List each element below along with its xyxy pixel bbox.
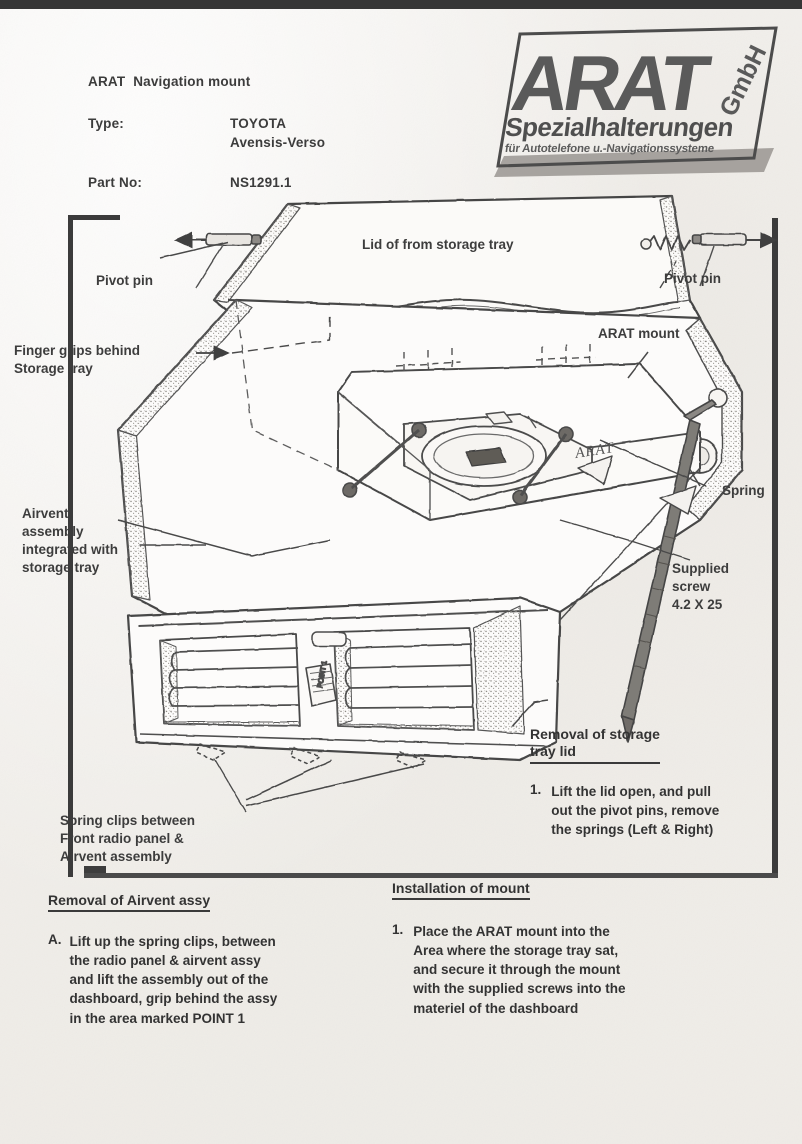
callout-airvent-line1: Airvent (22, 506, 69, 521)
top-border-bar (0, 0, 802, 9)
section-step-line: the radio panel & airvent assy (69, 953, 261, 969)
section-step-line: Lift up the spring clips, between (69, 934, 276, 949)
callout-arat-mount: ARAT mount (598, 326, 680, 341)
callout-airvent-line2: assembly (22, 524, 84, 539)
field-value-type-line1: TOYOTA (230, 116, 287, 131)
callout-finger-grips-line1: Finger grips behind (14, 343, 141, 358)
field-label-part-no: Part No: (88, 175, 143, 190)
middle-divider-rule (84, 873, 778, 878)
top-left-frame-rule (68, 215, 120, 220)
callout-pivot-pin-left: Pivot pin (96, 273, 153, 288)
callout-lid-of-storage-tray: Lid of from storage tray (362, 237, 514, 252)
section-step-line: dashboard, grip behind the assy (69, 991, 278, 1007)
section-heading-line1: Removal of storage (530, 726, 660, 742)
section-removal-storage-tray-lid: Removal of storage tray lid 1. Lift the … (530, 726, 719, 839)
callout-supplied-screw-line3: 4.2 X 25 (672, 597, 723, 612)
callout-supplied-screw-line2: screw (672, 579, 711, 594)
section-heading-line1: Removal of Airvent assy (48, 892, 211, 912)
left-frame-rule (68, 215, 73, 877)
section-heading-line1: Installation of mount (392, 880, 530, 900)
field-value-type-line2: Avensis-Verso (230, 135, 326, 150)
section-step-line: and secure it through the mount (413, 962, 621, 978)
section-step-marker: 1. (392, 922, 404, 937)
right-frame-rule (772, 218, 778, 878)
callout-spring: Spring (722, 483, 765, 498)
section-step-marker: 1. (530, 781, 542, 797)
logo-tagline-main: Spezialhalterungen (504, 112, 735, 142)
section-step-line: with the supplied screws into the (413, 981, 626, 997)
field-value-part-no: NS1291.1 (230, 175, 292, 190)
section-step-line: and lift the assembly out of the (69, 972, 269, 988)
section-step-line: the springs (Left & Right) (551, 821, 714, 837)
callout-spring-clips-line3: Airvent assembly (60, 849, 172, 864)
callout-supplied-screw-line1: Supplied (672, 561, 729, 576)
section-installation-of-mount: Installation of mount 1. Place the ARAT … (392, 880, 626, 1018)
section-step-line: materiel of the dashboard (413, 1000, 579, 1016)
section-heading-line2: tray lid (530, 742, 576, 759)
section-removal-airvent-assy: Removal of Airvent assy A. Lift up the s… (48, 892, 277, 1028)
logo-brand-text: ARAT (506, 39, 716, 126)
callout-spring-clips-line1: Spring clips between (60, 813, 196, 828)
logo-tagline-sub: für Autotelefone u.-Navigationssysteme (504, 143, 715, 155)
callout-finger-grips-line2: Storage tray (14, 361, 93, 376)
section-step-line: Area where the storage tray sat, (413, 943, 619, 959)
section-step-line: Lift the lid open, and pull (551, 783, 711, 799)
section-step-marker: A. (48, 932, 62, 947)
callout-airvent-line3: integrated with (22, 542, 119, 557)
callout-pivot-pin-right: Pivot pin (664, 271, 721, 286)
page-title: ARAT Navigation mount (88, 74, 251, 89)
callout-spring-clips-line2: Front radio panel & (60, 831, 184, 846)
arat-logo: ARAT GmbH Spezialhalterungen für Autotel… (478, 26, 778, 178)
callout-airvent-line4: storage tray (22, 560, 100, 575)
field-label-type: Type: (88, 116, 125, 131)
section-step-line: out the pivot pins, remove (551, 802, 720, 818)
section-step-line: Place the ARAT mount into the (413, 924, 610, 939)
section-step-line: in the area marked POINT 1 (69, 1010, 246, 1026)
